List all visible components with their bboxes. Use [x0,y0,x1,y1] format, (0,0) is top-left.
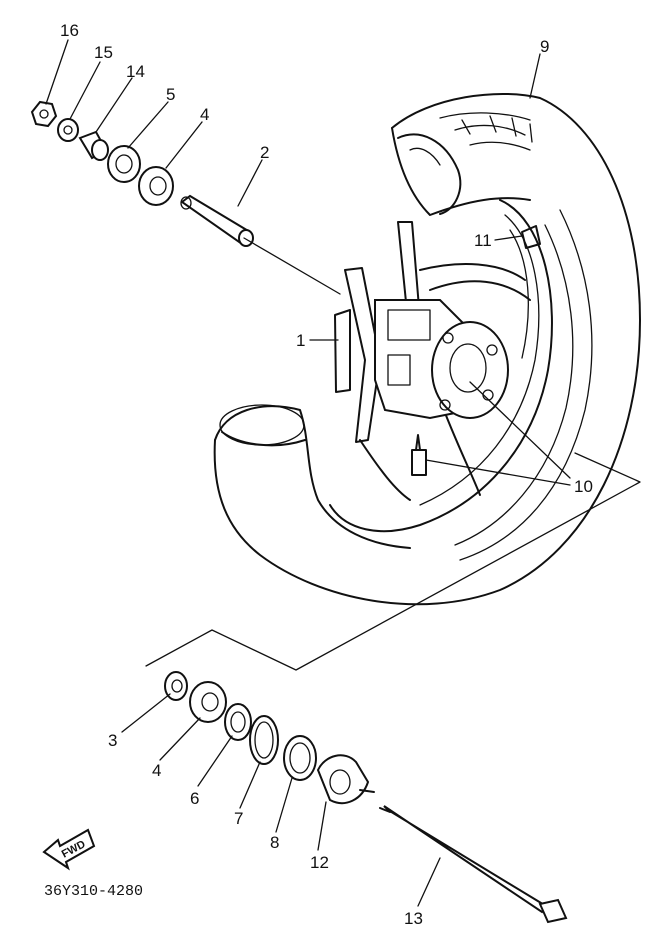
circlip-part-7 [249,715,279,765]
callout-9: 9 [540,37,549,56]
clutch-retainer-part-6 [224,703,252,741]
bearing-part-4-bottom [189,681,227,723]
assembly-bracket-line [145,452,641,671]
wheel-rim-and-spokes [329,199,553,533]
callout-numbers: 16 15 14 5 4 2 9 1 11 10 3 4 6 7 8 12 13 [60,21,593,928]
callout-11: 11 [474,231,492,250]
callout-2: 2 [260,143,269,162]
balance-weight [521,225,541,249]
callout-5: 5 [166,85,175,104]
callout-12: 12 [310,853,329,872]
washer-part-15 [57,118,79,142]
leader-lines [45,39,571,907]
callout-8: 8 [270,833,279,852]
callout-7: 7 [234,809,243,828]
axle-part-13 [379,805,568,924]
bearing-part-4-top [138,166,174,206]
spacer-part-2 [180,194,254,247]
callout-4-bottom: 4 [152,761,161,780]
diagram-code: 36Y310-4280 [44,883,143,900]
callout-10: 10 [574,477,593,496]
valve-stem [411,434,427,476]
callout-13: 13 [404,909,423,928]
callout-3: 3 [108,731,117,750]
callout-1: 1 [296,331,305,350]
callout-6: 6 [190,789,199,808]
meter-gear-unit-part-12 [316,754,375,805]
forward-arrow-icon: FWD [42,828,96,871]
callout-15: 15 [94,43,113,62]
callout-14: 14 [126,62,145,81]
callout-4-top: 4 [200,105,209,124]
oil-seal-part-8 [283,735,317,781]
callout-16: 16 [60,21,79,40]
collar-part-14 [78,130,109,161]
oil-seal-part-3 [164,671,188,701]
tire [213,93,641,606]
nut-part-16 [30,100,58,128]
bearing-part-5 [107,145,141,183]
